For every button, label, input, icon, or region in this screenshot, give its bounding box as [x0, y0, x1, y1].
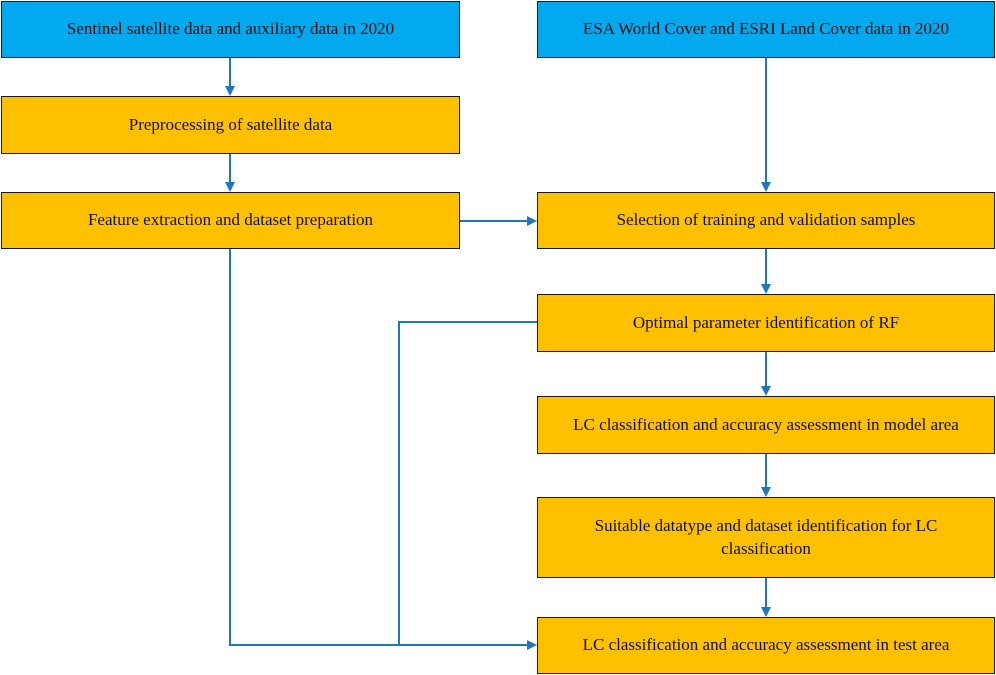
sentinel-data-box: Sentinel satellite data and auxiliary da… [1, 1, 460, 58]
reference-data-label: ESA World Cover and ESRI Land Cover data… [582, 19, 950, 39]
sample-selection-box: Selection of training and validation sam… [537, 192, 995, 249]
feature-extraction-box: Feature extraction and dataset preparati… [1, 192, 460, 249]
rf-parameters-label: Optimal parameter identification of RF [632, 312, 900, 332]
rf-parameters-box: Optimal parameter identification of RF [537, 294, 995, 352]
reference-data-box: ESA World Cover and ESRI Land Cover data… [537, 1, 995, 58]
preprocessing-label: Preprocessing of satellite data [128, 114, 333, 134]
line-rf-to-test-area [398, 321, 537, 645]
dataset-identification-label: Suitable datatype and dataset identifica… [594, 516, 938, 558]
arrow-features-to-test-area [229, 249, 537, 650]
model-area-assessment-box: LC classification and accuracy assessmen… [537, 396, 995, 454]
sample-selection-label: Selection of training and validation sam… [616, 210, 916, 230]
feature-extraction-label: Feature extraction and dataset preparati… [87, 210, 374, 230]
model-area-assessment-label: LC classification and accuracy assessmen… [573, 414, 959, 434]
test-area-assessment-label: LC classification and accuracy assessmen… [582, 635, 950, 655]
test-area-assessment-box: LC classification and accuracy assessmen… [537, 617, 995, 674]
preprocessing-box: Preprocessing of satellite data [1, 96, 460, 154]
dataset-identification-box: Suitable datatype and dataset identifica… [537, 497, 995, 578]
sentinel-data-label: Sentinel satellite data and auxiliary da… [66, 19, 395, 39]
